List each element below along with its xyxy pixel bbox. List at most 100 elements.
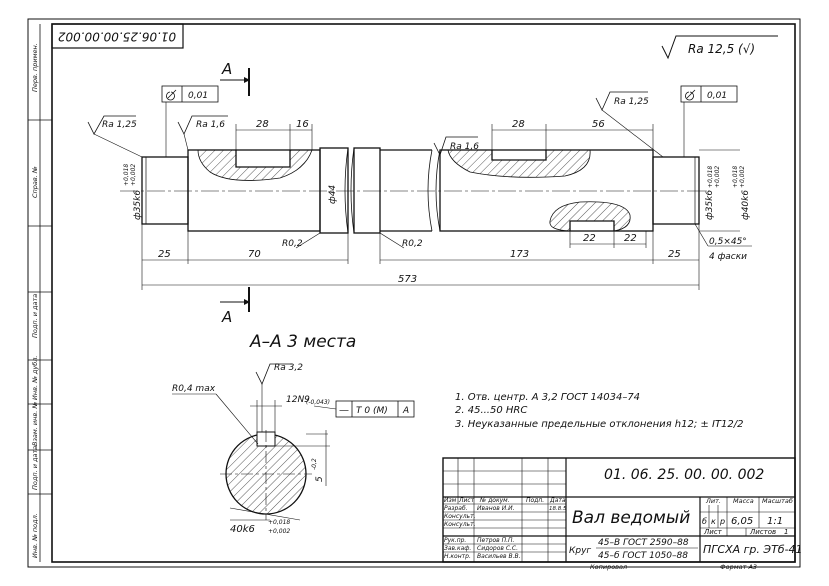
dim-chamfer: 0,5×45°: [709, 237, 747, 247]
dim-d-right1: ф35k6: [705, 190, 715, 220]
ra16-middle: Ra 1,6: [450, 142, 479, 152]
symmetry-datum: A: [402, 406, 409, 416]
tb-name-4: Петров П.П.: [477, 537, 515, 544]
technical-notes: 1. Отв. центр. А 3,2 ГОСТ 14034–74 2. 45…: [455, 392, 743, 430]
side-label-2: Справ. №: [31, 166, 39, 198]
tb-scale: 1:1: [767, 516, 783, 527]
dim-key1-off: 16: [296, 119, 309, 130]
dim-key3-a: 22: [583, 233, 596, 244]
tb-h-list: Лист: [458, 497, 475, 504]
tb-mass-label: Масса: [733, 497, 754, 505]
dim-key2-off: 56: [592, 119, 605, 130]
runout-value-right: 0,01: [707, 91, 727, 101]
dim-key1-len: 28: [256, 119, 269, 130]
tb-role-1: Разраб.: [444, 505, 468, 512]
section-marker-top: A: [221, 60, 232, 78]
side-label-6: Подп. и дата: [31, 446, 39, 490]
outer-frame: [27, 18, 801, 568]
runout-frame-right: [680, 85, 738, 103]
symmetry-tol: T 0 (M): [356, 406, 388, 416]
inner-frame: [51, 23, 796, 563]
runout-frame-left: [161, 85, 219, 103]
side-label-7: Инв. № подл.: [31, 513, 39, 558]
tb-h-date: Дата: [549, 497, 566, 504]
tb-role-2: Консульт.: [444, 513, 476, 520]
dim-key2-len: 28: [512, 119, 525, 130]
tb-date-1: 18.8.5: [549, 506, 567, 512]
section-view: A–A 3 места 12N9 (-0,043) — T 0 (M) A R0…: [172, 332, 415, 535]
dim-l70: 70: [248, 249, 261, 260]
dim-chamfer-note: 4 фаски: [709, 252, 747, 262]
tb-lit-3: р: [719, 517, 725, 526]
dim-l25-left: 25: [158, 249, 171, 260]
section-diameter-up: +0,018: [268, 519, 290, 526]
dim-d-left-up: +0,018: [123, 164, 130, 186]
dim-key3-b: 22: [624, 233, 637, 244]
tb-name-5: Сидоров С.С.: [477, 545, 518, 552]
tb-sheet-label: Лист: [703, 528, 723, 536]
dim-d-right2-up: +0,018: [732, 166, 739, 188]
shaft-view: 28 16 28 56 22 22 ф35k6 +0,018 +0,002 ф4…: [87, 60, 752, 326]
tb-lit-1: б: [702, 517, 707, 526]
dim-d-right2: ф40k6: [741, 190, 751, 220]
dim-r02-left: R0,2: [282, 239, 303, 249]
dim-l25-right: 25: [668, 249, 681, 260]
dim-d-right2-low: +0,002: [739, 166, 746, 188]
note-3: 3. Неуказанные предельные отклонения h12…: [455, 419, 743, 430]
tb-material-prefix: Круг: [569, 546, 591, 556]
tb-name-6: Васильев В.В.: [477, 553, 521, 560]
side-label-4: Инв. № дубл.: [31, 356, 39, 400]
tb-material-2: 45–б ГОСТ 1050–88: [598, 551, 688, 561]
tb-copied: Копировал: [590, 563, 627, 571]
tb-lit-2: к: [711, 517, 716, 526]
tb-sheets-label: Листов: [749, 528, 776, 536]
dim-d-mid: ф44: [328, 185, 338, 204]
tb-material-1: 45–В ГОСТ 2590–88: [598, 538, 689, 548]
section-diameter-low: +0,002: [268, 528, 290, 535]
title-block: Изм Лист № докум. Подп. Дата Разраб. Ива…: [442, 457, 803, 571]
tb-role-3: Консульт.: [444, 521, 476, 528]
side-stamp: Перв. примен. Справ. № Подп. и дата Инв.…: [28, 24, 52, 562]
tb-format: Формат А3: [720, 563, 757, 571]
depth-label: 5: [315, 476, 325, 482]
fillet-label: R0,4 max: [172, 384, 216, 394]
tb-role-4: Рук.пр.: [444, 537, 466, 544]
tb-org: ПГСХА гр. ЭТб-41: [703, 543, 803, 556]
tb-h-doc: № докум.: [479, 497, 510, 504]
tb-sheets: 1: [784, 528, 788, 536]
symmetry-sign: —: [339, 405, 349, 416]
dim-r02-right: R0,2: [402, 239, 423, 249]
tb-h-sign: Подп.: [526, 497, 544, 504]
tb-part-name: Вал ведомый: [572, 508, 690, 528]
rotated-code: 01.06.25.00.00.002: [58, 30, 176, 44]
dim-d-left: ф35k6: [133, 190, 143, 220]
tb-scale-label: Масштаб: [762, 497, 793, 505]
general-roughness-label: Ra 12,5 (√): [688, 42, 755, 56]
tb-role-5: Зав.каф.: [444, 545, 471, 552]
side-label-1: Перв. примен.: [31, 43, 39, 92]
tb-name-1: Иванов И.И.: [477, 505, 515, 512]
ra125-left: Ra 1,25: [102, 120, 137, 130]
ra125-right: Ra 1,25: [614, 97, 649, 107]
side-label-5: Взам. инв. №: [31, 402, 39, 446]
side-label-3: Подп. и дата: [31, 294, 39, 338]
rotated-code-box: [51, 23, 184, 49]
tb-role-6: Н.контр.: [444, 553, 471, 560]
note-2: 2. 45...50 HRC: [455, 405, 527, 416]
tb-h-izm: Изм: [444, 497, 457, 504]
dim-l173: 173: [510, 249, 529, 260]
dim-d-right1-low: +0,002: [714, 166, 721, 188]
section-title: A–A 3 места: [249, 332, 356, 352]
note-1: 1. Отв. центр. А 3,2 ГОСТ 14034–74: [455, 392, 640, 403]
depth-dev: -0,2: [311, 458, 318, 470]
dim-d-right1-up: +0,018: [707, 166, 714, 188]
tb-code: 01. 06. 25. 00. 00. 002: [604, 467, 764, 483]
keyway-tol-dev: (-0,043): [306, 399, 330, 406]
tb-lit-label: Лит.: [705, 497, 721, 505]
section-roughness: Ra 3,2: [274, 363, 303, 373]
section-marker-bottom: A: [221, 308, 232, 326]
dim-total: 573: [398, 274, 417, 285]
ra16-left: Ra 1,6: [196, 120, 225, 130]
dim-d-left-low: +0,002: [130, 164, 137, 186]
